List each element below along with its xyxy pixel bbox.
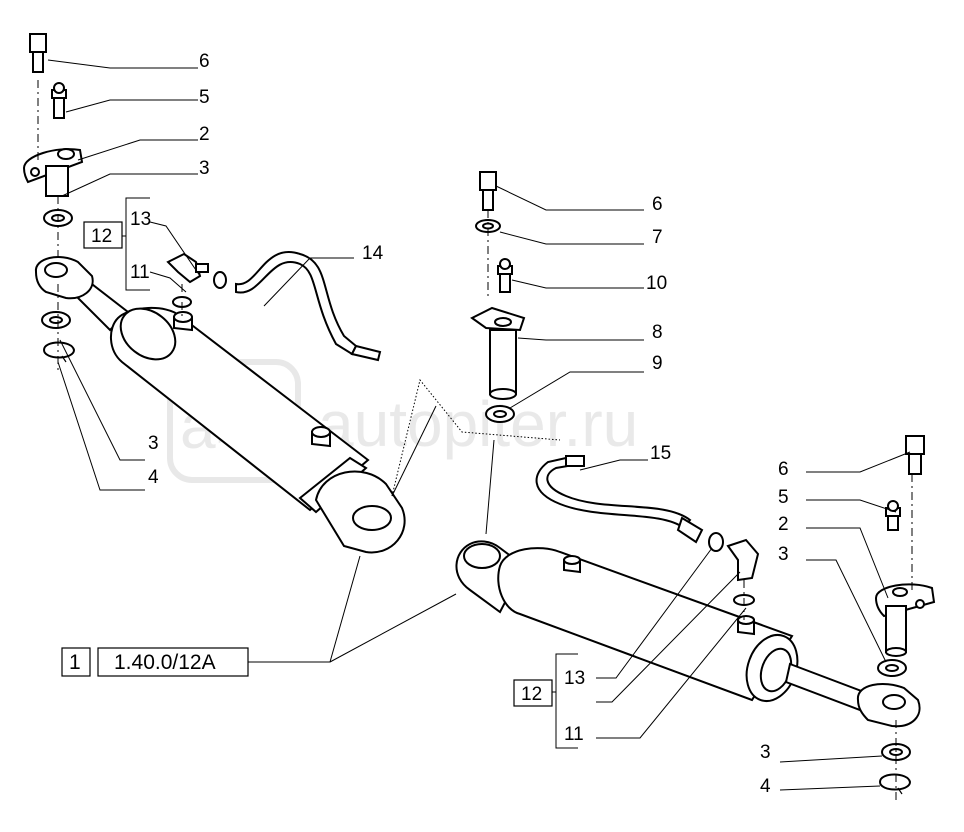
label-right-oring: 13 [564, 668, 585, 689]
left-hardware [22, 33, 382, 370]
reference-index: 1 [69, 651, 81, 674]
watermark: a> autopiter.ru [167, 359, 638, 483]
label-right-washer-bottom: 3 [760, 742, 771, 763]
label-center-bolt: 6 [652, 194, 663, 215]
right-bracket-box [513, 679, 553, 707]
reference-index-box [61, 647, 91, 677]
label-left-pipe: 14 [362, 243, 384, 264]
right-hardware [535, 435, 936, 800]
label-right-pin: 2 [778, 514, 789, 535]
label-left-oring: 13 [130, 209, 151, 230]
callout-labels: 6 5 2 3 12 13 11 14 3 4 6 7 10 8 9 1 1.4… [61, 51, 789, 797]
right-cylinder [455, 540, 921, 728]
label-left-grease-nipple: 5 [199, 87, 210, 108]
label-right-bracket: 12 [521, 684, 542, 705]
label-right-bolt: 6 [778, 459, 789, 480]
watermark-text: autopiter.ru [318, 388, 638, 460]
label-right-fitting: 11 [564, 724, 584, 745]
reference-code: 1.40.0/12A [114, 651, 216, 674]
left-cylinder [34, 256, 406, 554]
label-center-grease-nipple: 10 [646, 273, 667, 294]
label-left-pin: 2 [199, 124, 210, 145]
label-center-pin: 8 [652, 322, 663, 343]
label-left-fitting: 11 [130, 262, 150, 283]
label-right-grease-nipple: 5 [778, 487, 789, 508]
label-right-circlip: 4 [760, 776, 771, 797]
label-center-washer: 7 [652, 227, 663, 248]
label-left-circlip: 4 [148, 467, 159, 488]
label-right-washer-top: 3 [778, 544, 789, 565]
label-center-washer-bottom: 9 [652, 353, 663, 374]
center-hardware [470, 171, 526, 423]
left-bracket-box [83, 221, 123, 249]
label-left-washer-top: 3 [199, 158, 210, 179]
label-left-washer-bottom: 3 [148, 433, 159, 454]
label-left-bolt: 6 [199, 51, 210, 72]
bolt-icon [29, 33, 47, 53]
reference-code-box [97, 647, 249, 677]
label-right-pipe: 15 [650, 443, 671, 464]
leader-lines [47, 59, 911, 791]
label-left-bracket: 12 [91, 226, 112, 247]
